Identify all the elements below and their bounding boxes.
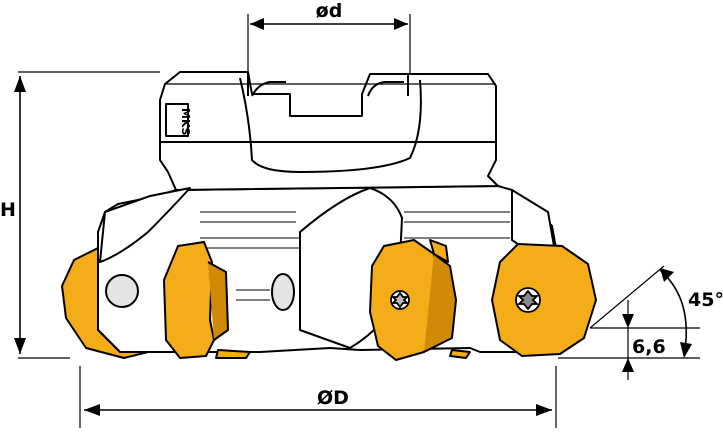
collar-flute bbox=[239, 77, 422, 173]
inserts bbox=[61, 239, 597, 361]
label-outer-diameter: ØD bbox=[317, 387, 349, 409]
body-collar bbox=[159, 71, 497, 143]
insert-3-side bbox=[423, 253, 457, 353]
brand-mark: MKS bbox=[179, 108, 192, 135]
label-bore-diameter: ød bbox=[316, 0, 343, 22]
insert-2 bbox=[163, 241, 215, 359]
screw-hole-left bbox=[105, 274, 139, 308]
body-shoulder bbox=[159, 139, 499, 191]
label-insert-height: 6,6 bbox=[632, 336, 666, 358]
brand-plate bbox=[165, 103, 189, 137]
screw-holes bbox=[105, 273, 295, 311]
label-lead-angle: 45° bbox=[688, 289, 723, 311]
insert-2-side bbox=[207, 261, 229, 341]
slot-fillet-right bbox=[367, 81, 404, 97]
insert-sliver-b bbox=[449, 349, 471, 359]
label-height: H bbox=[0, 199, 16, 221]
body-grooves bbox=[200, 211, 510, 301]
insert-4 bbox=[491, 243, 597, 357]
arrowheads bbox=[14, 18, 692, 416]
chip-pocket-left bbox=[99, 187, 191, 263]
insert-sliver-c bbox=[215, 349, 251, 359]
slot-fillet-left bbox=[251, 81, 286, 97]
torx-screw-icon bbox=[390, 287, 541, 313]
screw-hole-center bbox=[271, 273, 295, 311]
insert-sliver-a bbox=[429, 239, 449, 263]
insert-left-edge bbox=[61, 247, 149, 359]
